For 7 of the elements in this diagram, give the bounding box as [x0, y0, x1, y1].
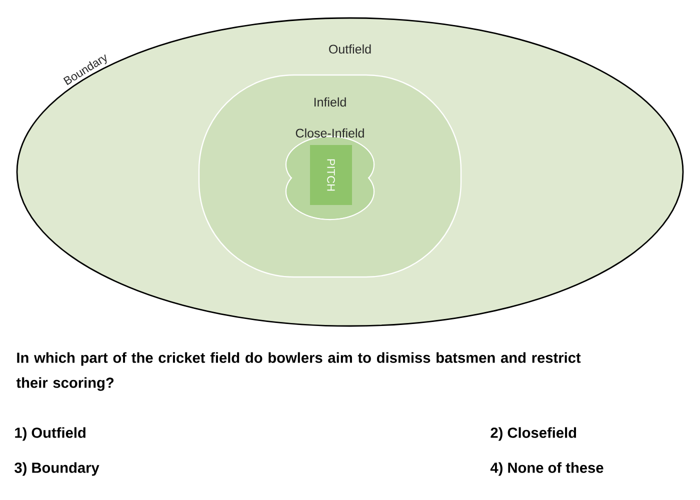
answer-option: 1) Outfield: [15, 427, 86, 441]
answer-option: 4) None of these: [490, 462, 604, 476]
node-label: Close-Infield: [296, 128, 364, 138]
answer-option: 3) Boundary: [14, 462, 100, 476]
answer-option: 2) Closefield: [490, 427, 576, 441]
pitch-strip: PITCH: [310, 145, 352, 205]
question-text: In which part of the cricket field do bowlers aim to dismiss batsmen and restrict their scoring?: [16, 352, 581, 391]
